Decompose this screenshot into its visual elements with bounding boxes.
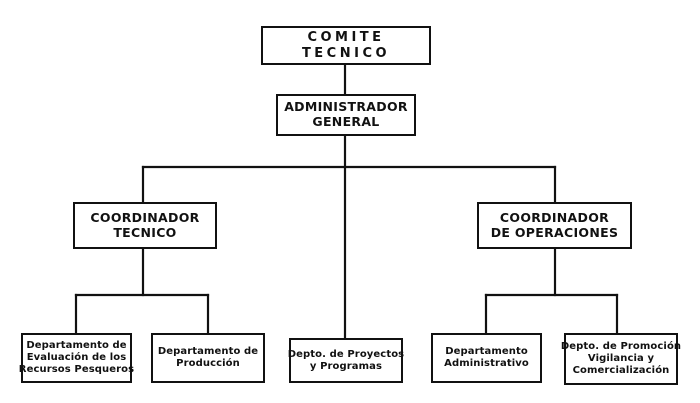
coordinador-tecnico-box: COORDINADOR TECNICO [73, 202, 217, 249]
dept-evaluacion-line1: Departamento de [26, 340, 127, 352]
coord-tech-line2: TECNICO [113, 224, 177, 240]
dept-promocion-line3: Comercialización [572, 364, 670, 376]
dept-administrativo-line1: Departamento [445, 346, 528, 358]
dept-administrativo-box: Departamento Administrativo [431, 333, 542, 383]
dept-produccion-box: Departamento de Producción [151, 333, 265, 383]
dept-proyectos-line2: y Programas [309, 360, 383, 372]
comite-line1: COMITE [307, 30, 385, 46]
admin-line1: ADMINISTRADOR [284, 99, 408, 115]
coord-ops-line1: COORDINADOR [499, 209, 610, 225]
dept-administrativo-line2: Administrativo [444, 358, 529, 369]
dept-produccion-line2: Producción [176, 358, 240, 369]
comite-tecnico-box: COMITE TECNICO [261, 26, 431, 65]
dept-evaluacion-box: Departamento de Evaluación de los Recurs… [18, 333, 135, 383]
coordinador-operaciones-box: COORDINADOR DE OPERACIONES [477, 202, 632, 249]
comite-line2: TECNICO [301, 45, 391, 61]
administrador-general-box: ADMINISTRADOR GENERAL [276, 94, 416, 136]
dept-evaluacion-line2: Evaluación de los [26, 352, 127, 364]
dept-promocion-line2: Vigilancia y [587, 353, 655, 365]
dept-evaluacion-line3: Recursos Pesqueros [18, 363, 135, 375]
admin-line2: GENERAL [312, 114, 380, 129]
dept-produccion-line1: Departamento de [157, 346, 259, 358]
coord-ops-line2: DE OPERACIONES [490, 224, 619, 240]
dept-promocion-box: Depto. de Promoción Vigilancia y Comerci… [560, 333, 682, 385]
coord-tech-line1: COORDINADOR [90, 209, 200, 225]
dept-promocion-line1: Depto. de Promoción [560, 341, 682, 353]
dept-proyectos-line1: Depto. de Proyectos [287, 348, 405, 360]
dept-proyectos-box: Depto. de Proyectos y Programas [287, 338, 405, 383]
